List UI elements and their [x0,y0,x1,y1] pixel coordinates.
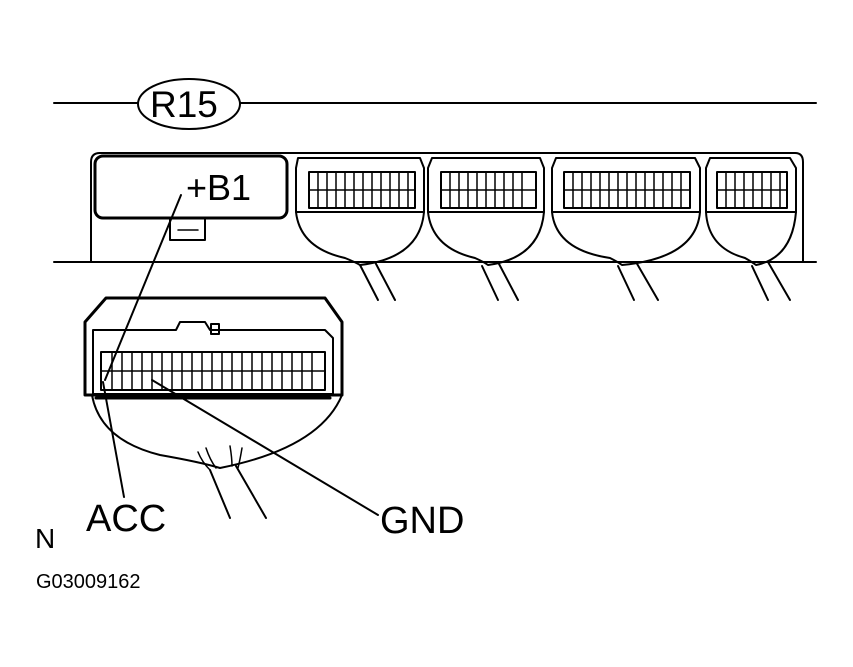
enlarged-terminal-cells [100,351,326,391]
figure-code: G03009162 [36,571,141,593]
enlarged-connector-shell [83,296,344,397]
leader-line-acc [102,381,125,498]
terminal-label-b1: +B1 [186,167,252,208]
connector-3-boot [551,211,701,266]
ecu-connector-1 [295,157,425,301]
ecu-housing [53,152,817,263]
connector-id-ellipse [137,78,241,130]
connector-4-body [705,157,797,213]
ecu-connector-4 [705,157,797,301]
leader-line-b1 [104,194,182,381]
connector-1-cells [308,171,416,209]
connector-1-wire-left [359,264,379,301]
terminal-label-acc: ACC [86,498,167,540]
housing-outline [90,152,804,263]
connector-3-cells [563,171,691,209]
connector-3-body [551,157,701,213]
connector-1-wire-right [374,261,396,301]
connector-4-wire-right [767,261,791,301]
connector-4-wire-left [751,265,769,301]
fuse-block [93,154,289,220]
view-mark: N [35,523,56,554]
leader-lines [102,194,379,516]
enlarged-connector-boot [91,394,343,469]
enlarged-connector-key [210,323,220,335]
ecu-connector-3 [551,157,701,301]
enlarged-boot-creases [197,445,243,471]
leader-line-gnd [151,379,379,516]
ecu-connector-2 [427,157,545,301]
enlarged-connector-inner [92,321,334,395]
connector-3-wire-right [635,261,659,301]
terminal-label-gnd: GND [380,500,465,542]
enlarged-wire-left [209,469,231,519]
enlarged-connector [83,296,344,519]
enlarged-wire-right [235,465,267,519]
connector-callout [53,78,817,130]
connector-2-wire-left [481,265,499,301]
connector-1-boot [295,211,425,266]
connector-4-boot [705,211,797,266]
connector-4-cells [716,171,788,209]
connector-2-wire-right [497,261,519,301]
connector-3-wire-left [617,265,635,301]
connector-id-label: R15 [150,84,218,125]
connector-1-body [295,157,425,213]
connector-2-boot [427,211,545,266]
connector-2-cells [440,171,537,209]
fuse-block-tab [169,217,206,241]
